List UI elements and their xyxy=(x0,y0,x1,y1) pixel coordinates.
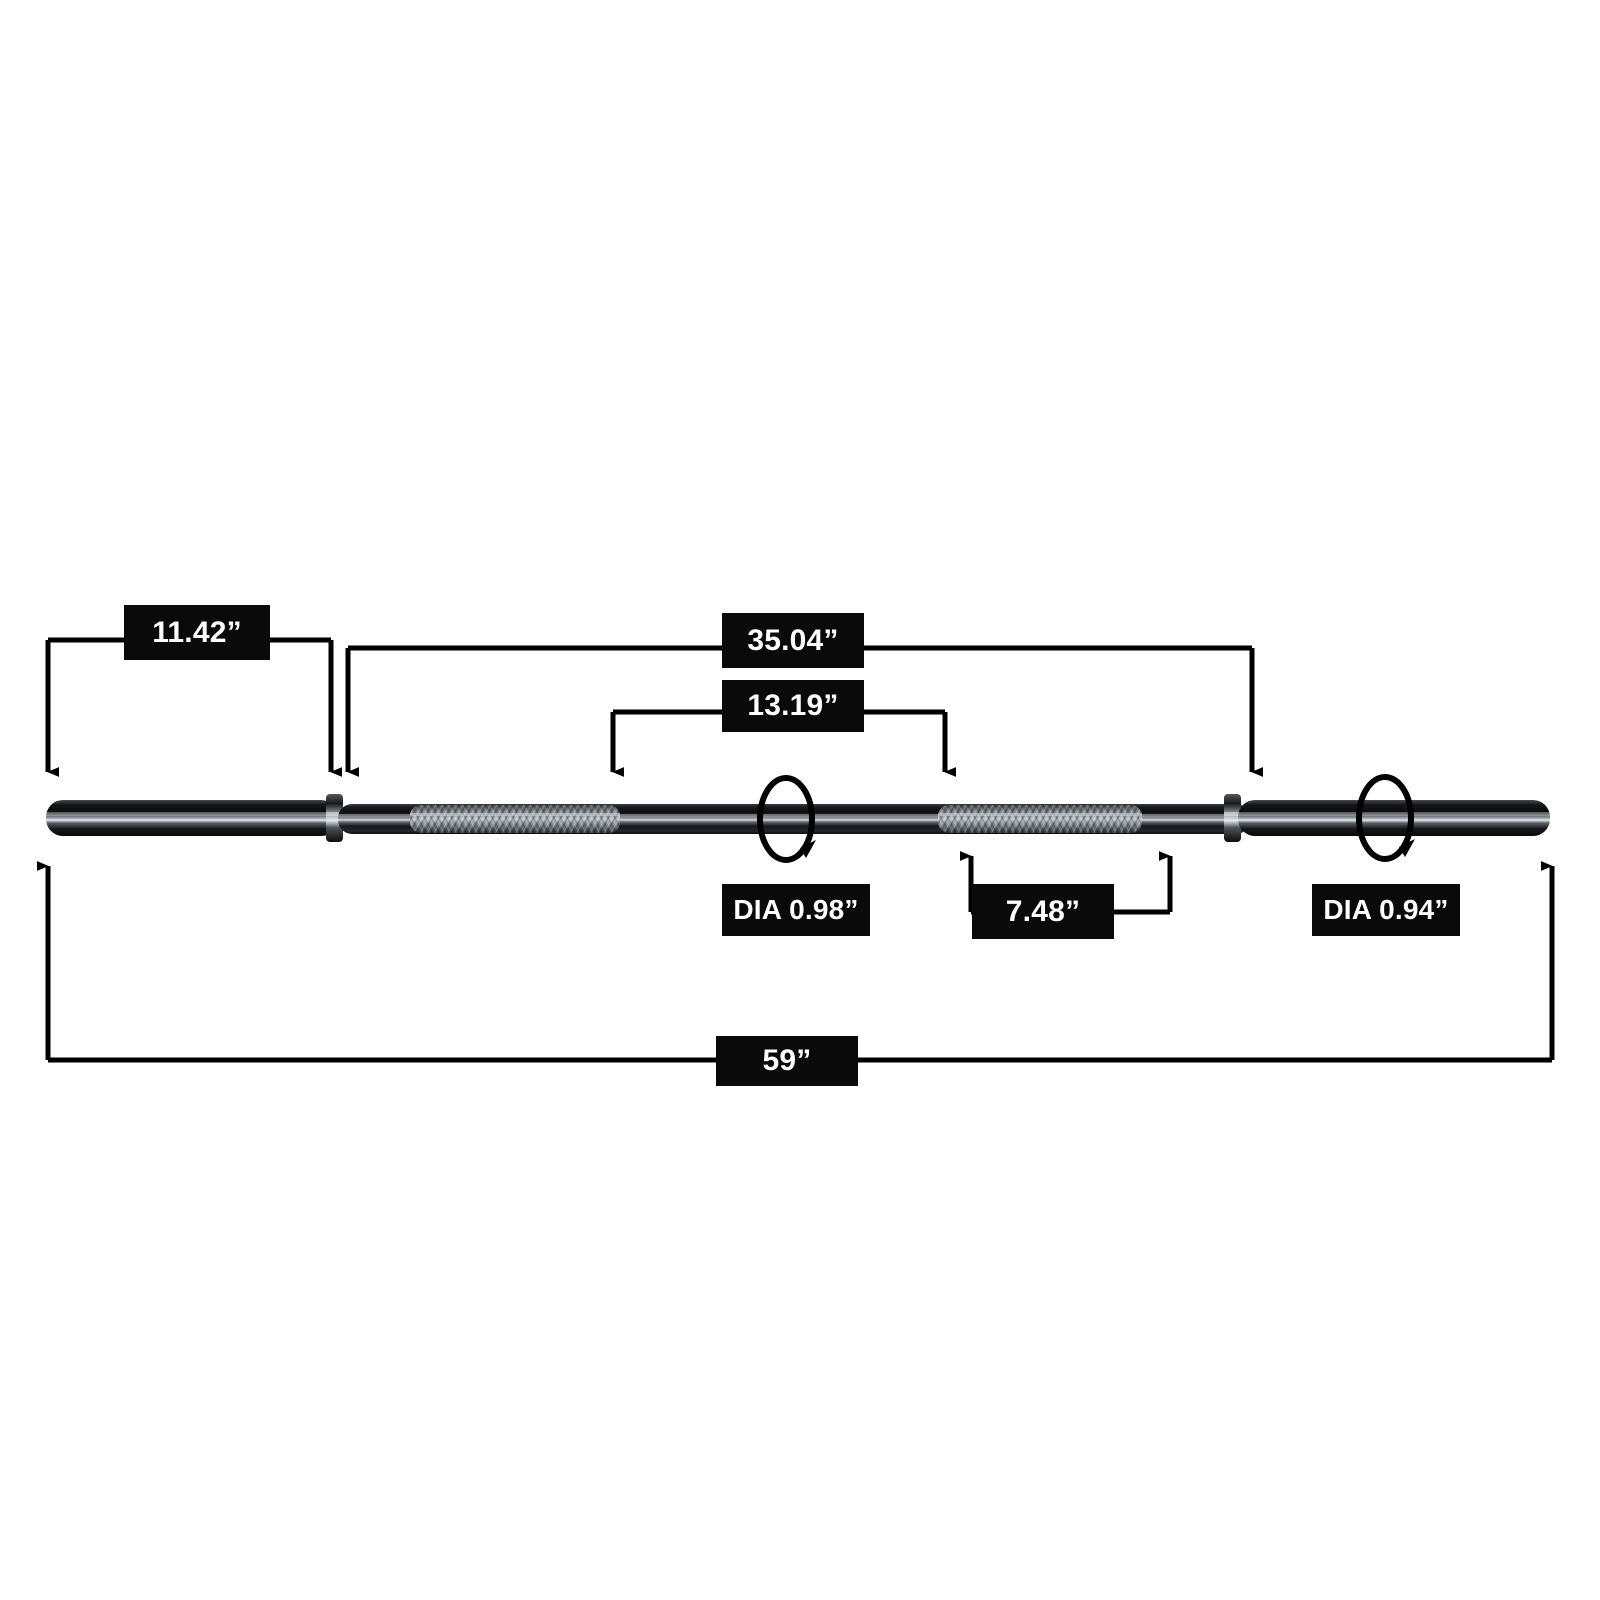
dimension-label-shaft-between-collars: 35.04” xyxy=(722,613,864,668)
barbell-right-sleeve xyxy=(1238,800,1550,836)
dimension-label-center-knurl-length: 7.48” xyxy=(972,884,1114,939)
barbell-center-knurl xyxy=(938,805,1142,833)
dimension-label-sleeve-diameter: DIA 0.94” xyxy=(1312,884,1460,936)
barbell-left-collar xyxy=(326,794,343,842)
dimension-label-shaft-diameter: DIA 0.98” xyxy=(722,884,870,936)
barbell-left-sleeve xyxy=(46,800,338,836)
dimension-label-overall-length: 59” xyxy=(716,1036,858,1086)
barbell-right-collar xyxy=(1224,794,1241,842)
diameter-circle-icon-sleeve xyxy=(1356,774,1415,862)
barbell-illustration xyxy=(46,794,1550,842)
dimension-label-grip-left-to-center: 13.19” xyxy=(722,680,864,732)
diameter-circle-icon-shaft xyxy=(757,775,816,863)
barbell-left-knurl xyxy=(410,805,620,833)
dimension-label-sleeve-left-length: 11.42” xyxy=(124,605,270,660)
